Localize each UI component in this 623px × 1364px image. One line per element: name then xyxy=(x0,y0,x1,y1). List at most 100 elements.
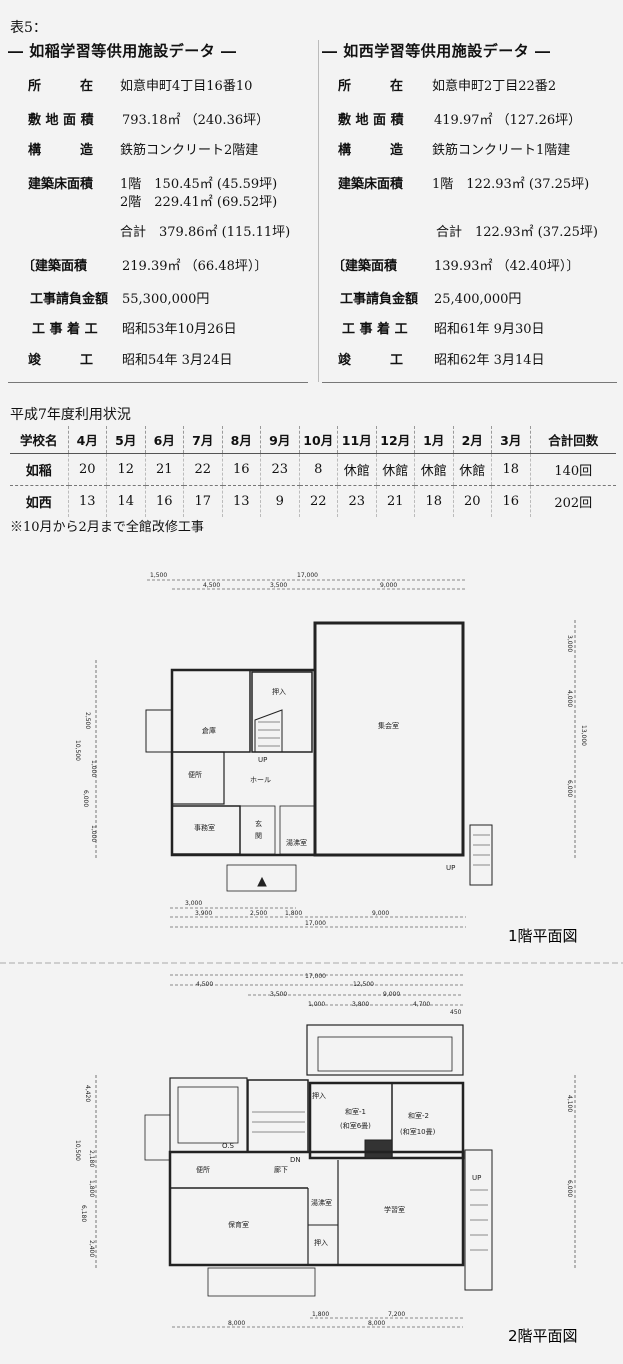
dimension-label: 1,000 xyxy=(90,825,97,842)
dimension-label: 6,000 xyxy=(82,790,89,807)
dimension-label: 4,100 xyxy=(566,1095,573,1112)
cell: 13 xyxy=(221,485,261,517)
row-label: 工事請負金額 xyxy=(340,292,419,307)
dimension-label: 10,500 xyxy=(74,740,81,761)
cell: 休館 xyxy=(414,453,453,486)
row-label: 〔建築面積 xyxy=(22,259,88,274)
dimension-label: 1,500 xyxy=(150,572,167,579)
usage-note: ※10月から2月まで全館改修工事 xyxy=(10,520,204,535)
room-label: 押入 xyxy=(314,1238,328,1247)
cell: 22 xyxy=(183,453,222,486)
room-label: 和室-1 xyxy=(345,1107,366,1116)
cell: 21 xyxy=(375,485,415,517)
facility-data-nyoto: ― 如稲学習等供用施設データ ― 所 在如意申町4丁目16番10 敷 地 面 積… xyxy=(0,0,310,380)
row-value: 昭和61年 9月30日 xyxy=(434,322,545,337)
row-value: 如意申町4丁目16番10 xyxy=(120,79,253,94)
column-header: 9月 xyxy=(260,426,299,454)
row-value: 1階 150.45㎡ (45.59坪) xyxy=(120,177,278,192)
cell: 202回 xyxy=(529,485,616,517)
column-header: 12月 xyxy=(375,426,415,454)
cell: 23 xyxy=(260,453,299,486)
dimension-label: 2,500 xyxy=(84,712,91,729)
plan1-labels: 1,500 17,000 4,500 3,500 9,000 3,000 3,9… xyxy=(74,572,587,945)
column-divider xyxy=(318,40,319,382)
room-label: 保育室 xyxy=(228,1220,249,1229)
room-label: 学習室 xyxy=(384,1205,405,1214)
cell: 9 xyxy=(260,485,299,517)
row-label: 竣 工 xyxy=(338,353,404,368)
row-label: 工事請負金額 xyxy=(30,292,109,307)
dimension-label: 2,500 xyxy=(250,910,267,917)
room-label: 事務室 xyxy=(194,823,215,832)
dimension-label: 1,800 xyxy=(88,1180,95,1197)
row-value: 793.18㎡ （240.36坪） xyxy=(122,113,270,128)
row-label: 〔建築面積 xyxy=(332,259,398,274)
dimension-label: 3,900 xyxy=(195,910,212,917)
dimension-label: 17,000 xyxy=(305,973,326,980)
cell: 18 xyxy=(414,485,453,517)
dimension-label: 3,500 xyxy=(270,582,287,589)
room-label: 倉庫 xyxy=(202,726,216,735)
dimension-label: 3,500 xyxy=(270,991,287,998)
room-label: UP xyxy=(472,1174,481,1182)
room-label: 玄 xyxy=(255,819,262,828)
row-value: 昭和62年 3月14日 xyxy=(434,353,545,368)
row-value: 合計 379.86㎡ (115.11坪) xyxy=(120,225,291,240)
dimension-label: 4,000 xyxy=(566,690,573,707)
section-divider xyxy=(8,382,308,383)
column-header: 5月 xyxy=(106,426,145,454)
plan2-title: 2階平面図 xyxy=(508,1327,578,1345)
cell: 16 xyxy=(221,453,261,486)
dimension-label: 17,000 xyxy=(297,572,318,579)
cell: 20 xyxy=(67,453,107,486)
row-label: 構 造 xyxy=(338,143,404,158)
cell: 17 xyxy=(183,485,222,517)
cell: 22 xyxy=(298,485,338,517)
facility-header: ― 如稲学習等供用施設データ ― xyxy=(8,42,237,60)
dimension-label: 4,420 xyxy=(84,1085,91,1102)
cell: 23 xyxy=(337,485,376,517)
cell: 140回 xyxy=(529,453,616,486)
room-label: 湯沸室 xyxy=(286,838,307,847)
dimension-label: 10,500 xyxy=(74,1140,81,1161)
room-label: 関 xyxy=(255,832,262,840)
column-header: 1月 xyxy=(414,426,453,454)
cell: 休館 xyxy=(375,453,415,486)
cell: 休館 xyxy=(452,453,492,486)
row-label: 工 事 着 工 xyxy=(342,322,408,337)
table-header-row: 学校名 4月 5月 6月 7月 8月 9月 10月 11月 12月 1月 2月 … xyxy=(10,426,616,454)
row-value: 139.93㎡ （42.40坪）〕 xyxy=(434,259,580,274)
row-value: 1階 122.93㎡ (37.25坪) xyxy=(432,177,590,192)
room-label: 和室-2 xyxy=(408,1111,429,1120)
row-value: 鉄筋コンクリート1階建 xyxy=(432,143,571,158)
row-value: 25,400,000円 xyxy=(434,292,522,307)
row-label: 敷 地 面 積 xyxy=(338,113,404,128)
room-label: ホール xyxy=(250,776,271,784)
dimension-label: 3,800 xyxy=(352,1001,369,1008)
room-label: 集会室 xyxy=(378,721,399,730)
column-header: 10月 xyxy=(298,426,338,454)
dimension-label: 1,000 xyxy=(90,760,97,777)
row-value: 219.39㎡ （66.48坪）〕 xyxy=(122,259,268,274)
dimension-label: 4,500 xyxy=(203,582,220,589)
dimension-label: 9,000 xyxy=(372,910,389,917)
cell: 14 xyxy=(106,485,145,517)
row-label: 所 在 xyxy=(338,79,404,94)
dimension-label: 8,000 xyxy=(368,1320,385,1327)
row-label: 構 造 xyxy=(28,143,94,158)
dimension-label: 3,000 xyxy=(566,635,573,652)
cell: 16 xyxy=(144,485,184,517)
cell: 18 xyxy=(491,453,530,486)
room-label: (和室10畳) xyxy=(400,1127,436,1136)
room-label: UP xyxy=(446,864,455,872)
dimension-label: 4,500 xyxy=(196,981,213,988)
cell: 13 xyxy=(67,485,107,517)
plan2-drawing xyxy=(95,974,576,1328)
cell: 21 xyxy=(144,453,184,486)
row-value: 55,300,000円 xyxy=(122,292,210,307)
room-label: 押入 xyxy=(312,1091,326,1100)
section-divider xyxy=(322,382,617,383)
